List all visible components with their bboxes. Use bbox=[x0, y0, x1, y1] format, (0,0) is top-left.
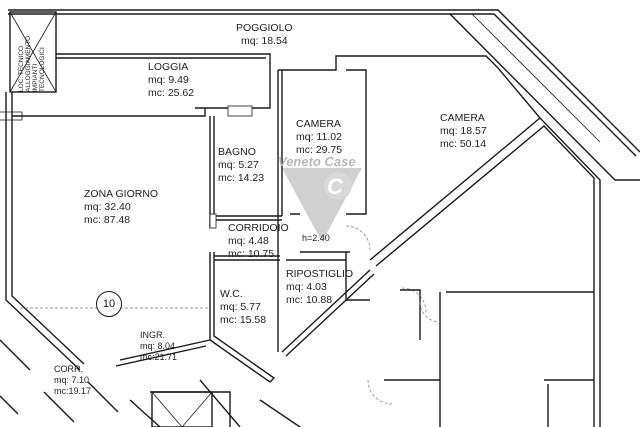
camera2-divider bbox=[497, 67, 541, 119]
camera1-label: CAMERA mq: 11.02 mc: 29.75 bbox=[296, 118, 343, 156]
bagno-door bbox=[209, 213, 217, 229]
loggia-window bbox=[227, 105, 253, 117]
wc-walls bbox=[209, 252, 276, 383]
camera2-diagonal bbox=[369, 117, 601, 427]
outer-wall-top bbox=[8, 9, 640, 153]
tech-room-label: LOC. TECNICO ALLOGGIAMENTO IMPIANTI TECN… bbox=[18, 35, 46, 92]
stair-diagonals bbox=[151, 391, 213, 427]
door-swing bbox=[367, 379, 393, 405]
corr-label: CORR. mq: 7.10 mc:19.17 bbox=[54, 364, 92, 396]
camera2-label: CAMERA mq: 18.57 mc: 50.14 bbox=[440, 112, 487, 150]
door-swing bbox=[419, 301, 441, 323]
outer-wall-top-inner bbox=[8, 13, 637, 157]
tech-room-outline bbox=[9, 11, 57, 93]
bagno-walls bbox=[209, 116, 282, 228]
left-facade bbox=[5, 92, 85, 371]
tech-room-cross bbox=[9, 11, 57, 93]
watermark-letter: C bbox=[327, 174, 343, 199]
door-swing bbox=[345, 225, 371, 251]
corridoio-label: CORRIDOIO mq: 4.48 mc: 10.75 bbox=[228, 222, 289, 260]
door-swing bbox=[401, 287, 427, 313]
wc-label: W.C. mq: 5.77 mc: 15.58 bbox=[220, 288, 267, 326]
living-top-wall bbox=[12, 108, 206, 117]
stair-box bbox=[151, 391, 213, 427]
camera1-walls bbox=[277, 55, 499, 352]
ripostiglio-label: RIPOSTIGLIO mq: 4.03 mc: 10.88 bbox=[286, 268, 354, 306]
watermark: Veneto Case bbox=[278, 154, 356, 169]
right-room-walls bbox=[384, 289, 594, 427]
bagno-label: BAGNO mq: 5.27 mc: 14.23 bbox=[218, 146, 265, 184]
ingresso-label: INGR. mq: 8.04 mc:21.71 bbox=[140, 330, 178, 362]
wc-diagonal bbox=[281, 269, 375, 357]
lower-walls bbox=[129, 379, 301, 427]
loggia-label: LOGGIA mq: 9.49 mc: 25.62 bbox=[148, 61, 195, 99]
balcony-edge bbox=[449, 13, 640, 181]
watermark-circle bbox=[324, 172, 352, 200]
balcony-rail bbox=[471, 13, 601, 143]
entry-walls bbox=[115, 339, 211, 367]
room-number-marker: 10 bbox=[96, 291, 122, 317]
corr-walls bbox=[0, 339, 119, 423]
poggiolo-label: POGGIOLO mq: 18.54 bbox=[236, 22, 293, 47]
zona-giorno-label: ZONA GIORNO mq: 32.40 mc: 87.48 bbox=[84, 188, 159, 226]
ceiling-height-label: h=2.40 bbox=[302, 233, 330, 243]
corridoio-walls bbox=[214, 251, 370, 301]
